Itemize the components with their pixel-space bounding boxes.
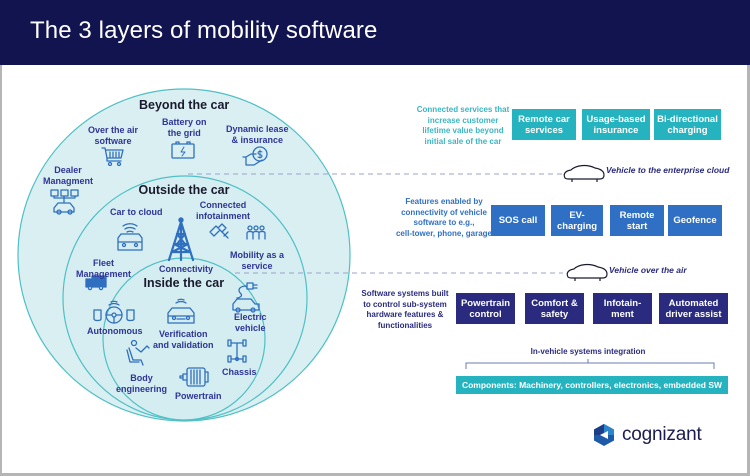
car-outline-icon bbox=[566, 263, 608, 281]
item-label-battery-grid: Battery on the grid bbox=[162, 117, 207, 138]
integration-label: In-vehicle systems integration bbox=[530, 347, 646, 356]
box-remote-start: Remote start bbox=[610, 205, 664, 236]
hand-dollar-icon bbox=[242, 146, 268, 166]
item-label-verification: Verification and validation bbox=[153, 329, 214, 350]
row-desc-software-systems: Software systems built to control sub-sy… bbox=[361, 289, 449, 330]
cognizant-logo-icon bbox=[594, 424, 614, 446]
cell-tower-icon bbox=[167, 217, 195, 262]
car-outline-icon bbox=[563, 164, 605, 182]
satellite-icon bbox=[209, 223, 229, 239]
brand-name: cognizant bbox=[622, 424, 702, 445]
people-group-icon bbox=[246, 225, 266, 240]
box-geofence: Geofence bbox=[668, 205, 722, 236]
item-label-chassis: Chassis bbox=[222, 367, 257, 377]
brand-logo: cognizant bbox=[592, 423, 702, 447]
item-label-dealer: Dealer Managment bbox=[43, 165, 94, 186]
shopping-cart-icon bbox=[101, 147, 124, 167]
row-desc-connected-services: Connected services that increase custome… bbox=[416, 105, 510, 146]
item-label-connectivity: Connectivity bbox=[159, 264, 214, 274]
divider-label-enterprise: Vehicle to the enterprise cloud bbox=[606, 165, 730, 175]
box-usage-based-insurance: Usage-based insurance bbox=[582, 109, 650, 140]
box-automated-driver-assist: Automated driver assist bbox=[659, 293, 728, 324]
layer-title-inside: Inside the car bbox=[143, 276, 225, 290]
box-remote-car-services: Remote car services bbox=[512, 109, 576, 140]
ev-plug-icon bbox=[232, 282, 260, 313]
truck-icon bbox=[85, 275, 107, 291]
header-banner: The 3 layers of mobility software bbox=[0, 0, 750, 65]
item-label-dynamic-lease: Dynamic lease & insurance bbox=[226, 124, 289, 145]
box-sos-call: SOS call bbox=[491, 205, 545, 236]
divider-label-ota: Vehicle over the air bbox=[609, 265, 687, 275]
box-ev-charging: EV- charging bbox=[551, 205, 603, 236]
item-label-body-engineering: Body engineering bbox=[116, 373, 168, 394]
box-infotainment: Infotain- ment bbox=[593, 293, 652, 324]
item-label-autonomous: Autonomous bbox=[87, 326, 143, 336]
inner-circle-inside bbox=[102, 257, 266, 421]
item-label-over-the-air: Over the air software bbox=[88, 125, 139, 146]
item-label-powertrain: Powertrain bbox=[175, 391, 222, 401]
box-bidirectional-charging: Bi-directional charging bbox=[654, 109, 721, 140]
integration-bracket bbox=[465, 359, 715, 369]
layer-title-beyond: Beyond the car bbox=[139, 98, 230, 112]
item-label-electric-vehicle: Electric vehicle bbox=[234, 312, 267, 333]
chassis-icon bbox=[227, 339, 247, 363]
steering-wheel-icon bbox=[93, 300, 135, 324]
seated-person-icon bbox=[126, 339, 150, 366]
layer-title-outside: Outside the car bbox=[138, 183, 230, 197]
motor-icon bbox=[179, 367, 209, 387]
battery-icon bbox=[171, 141, 195, 159]
item-label-fleet: Fleet Management bbox=[76, 258, 132, 279]
item-label-car-to-cloud: Car to cloud bbox=[110, 207, 163, 217]
page-title: The 3 layers of mobility software bbox=[30, 17, 378, 44]
box-powertrain-control: Powertrain control bbox=[456, 293, 515, 324]
item-label-connected-infotainment: Connected infotainment bbox=[196, 200, 250, 221]
dealer-network-icon bbox=[50, 189, 79, 215]
components-bar: Components: Machinery, controllers, elec… bbox=[456, 376, 728, 394]
car-sensor-icon bbox=[167, 298, 195, 324]
row-desc-connectivity-features: Features enabled by connectivity of vehi… bbox=[395, 197, 493, 238]
car-wifi-icon bbox=[117, 223, 143, 251]
item-label-mobility-service: Mobility as a service bbox=[230, 250, 285, 271]
box-comfort-safety: Comfort & safety bbox=[525, 293, 584, 324]
